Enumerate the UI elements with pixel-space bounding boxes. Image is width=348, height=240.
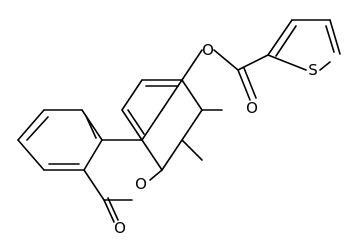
bond [267,19,293,56]
bond [103,199,115,223]
bond [319,61,331,71]
bond [181,109,203,141]
bond [83,139,103,171]
bond [149,169,163,181]
bond [213,49,239,71]
atom-o-lactone: O [114,219,126,237]
double-bond-inner [127,109,145,135]
bond [121,79,143,111]
bond [267,54,307,71]
bond [141,139,163,171]
bond [329,19,341,55]
bond [17,139,45,171]
double-bond-inner [107,197,119,221]
bond [141,109,163,141]
bond [17,109,45,141]
double-bond-inner [85,115,97,139]
atom-labels: O O S O O [114,41,318,237]
double-bond-inner [325,25,335,53]
bond [237,69,251,101]
double-bond-inner [275,25,297,57]
bond [181,139,203,161]
double-bond-inner [26,116,49,141]
atom-o-ester: O [202,41,214,59]
bond [83,169,105,201]
bond [81,109,103,141]
bond [181,49,203,81]
bond [181,79,203,111]
bonds [17,19,341,223]
atom-o-ring: O [135,175,147,193]
double-bond-inner [243,67,257,99]
bond [161,139,183,171]
bond [237,54,269,71]
bond [121,109,143,141]
atom-s-thiophene: S [308,61,318,79]
atom-o-carbonyl: O [246,99,258,117]
bond [161,79,183,111]
